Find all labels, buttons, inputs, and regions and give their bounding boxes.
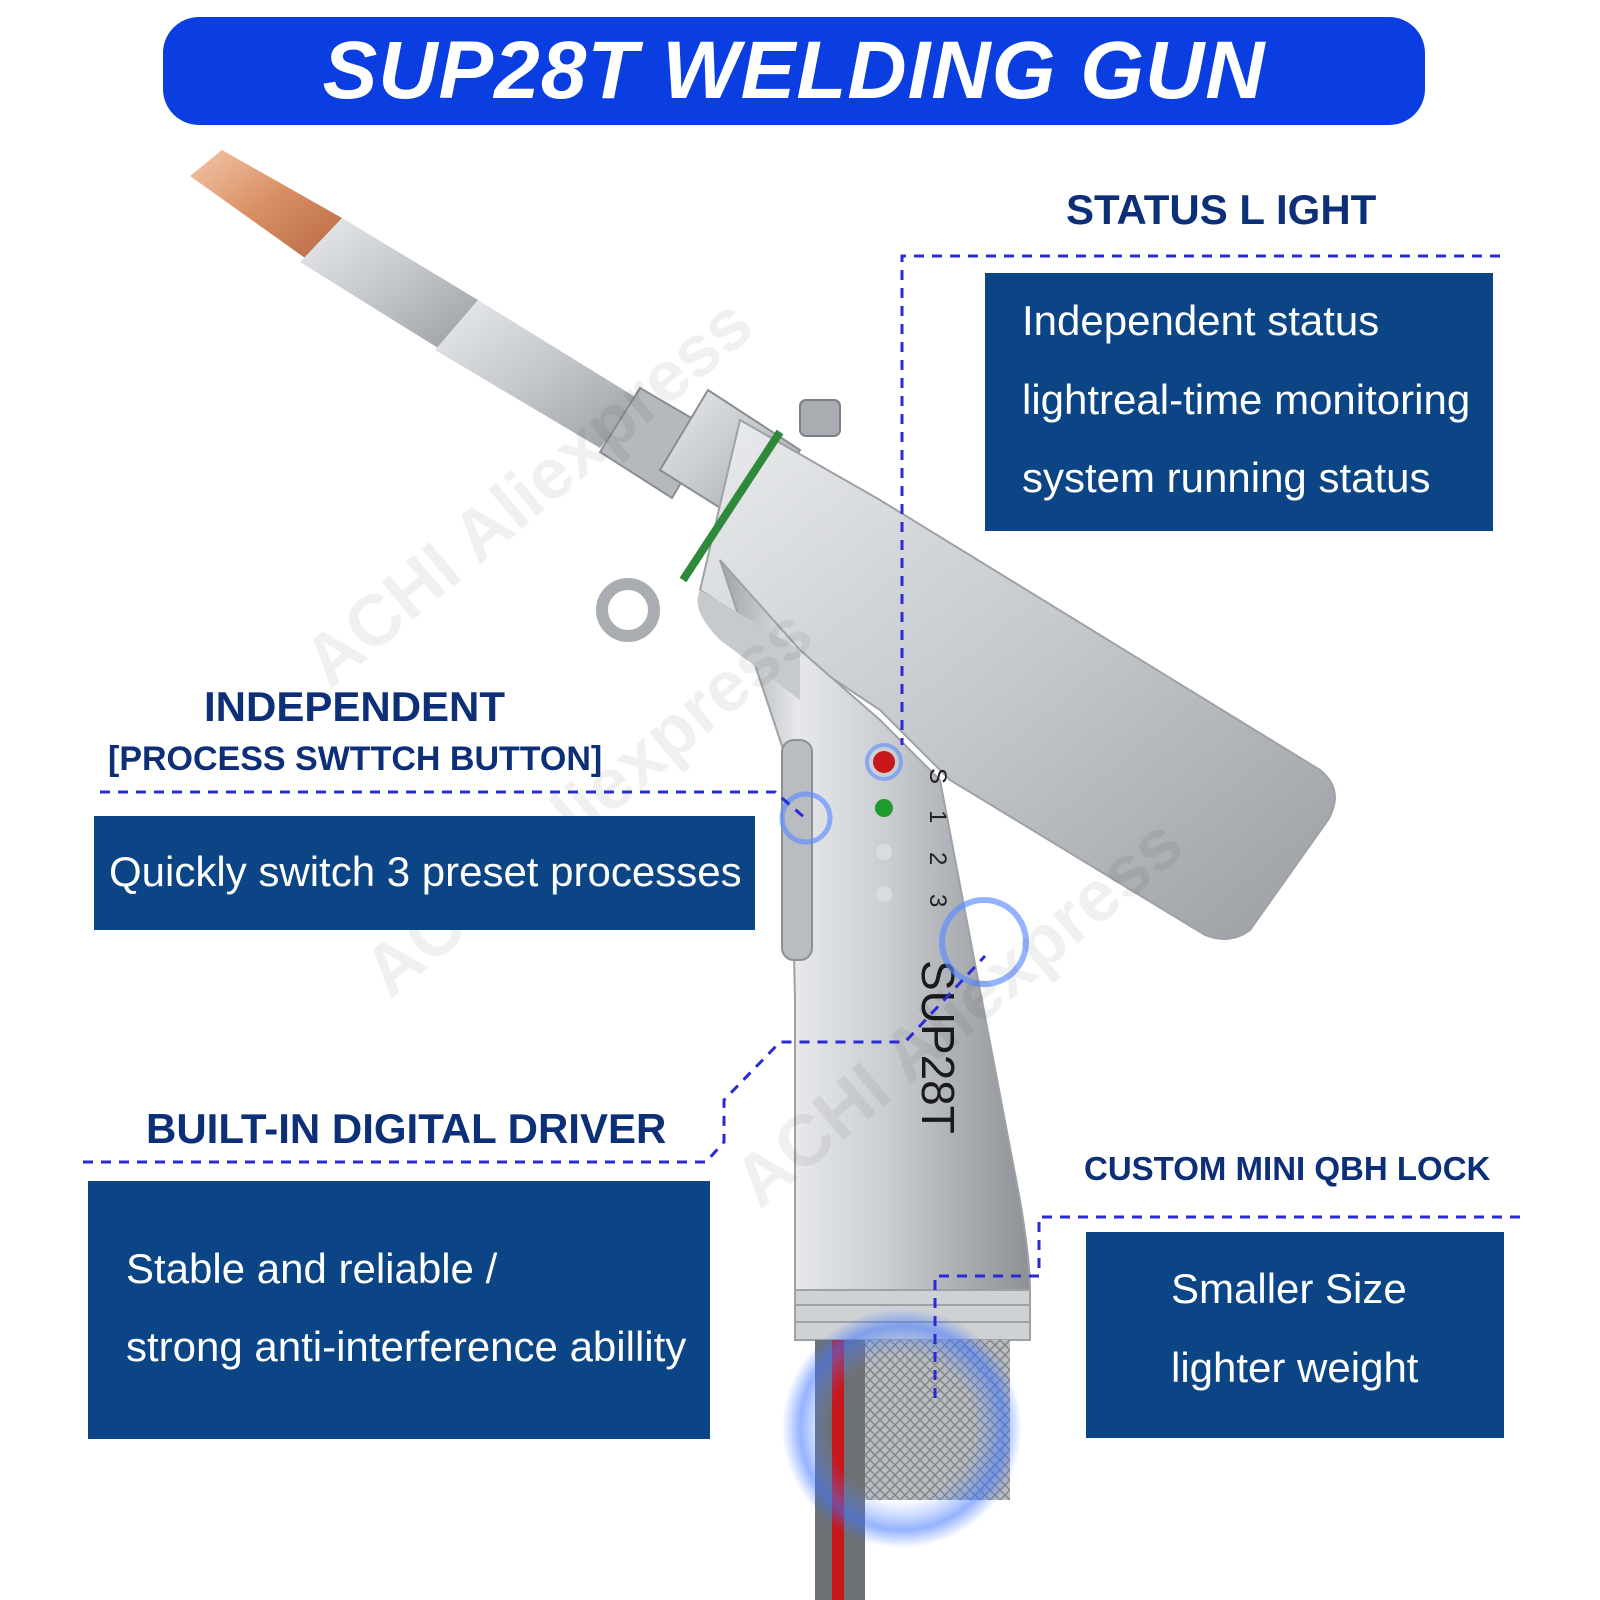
qbh-lock-box: Smaller Size lighter weight [1086,1232,1504,1438]
qbh-lock-heading: CUSTOM MINI QBH LOCK [1084,1150,1491,1187]
adjust-knob [799,399,841,437]
driver-highlight-circle [939,897,1029,987]
status-light-line-2: lightreal-time monitoring [1022,376,1471,423]
status-light-red [873,751,895,773]
qbh-connector [782,1308,1022,1600]
green-seal-ring [679,429,784,583]
gun-body [596,399,1336,1341]
status-light-line-3: system running status [1022,454,1431,501]
qbh-lock-line-1: Smaller Size [1171,1265,1407,1312]
copper-tip [190,150,342,258]
status-indicators: S 1 2 3 SUP28T [865,743,964,1134]
status-light-line-1: Independent status [1022,297,1380,344]
qbh-highlight-glow [782,1308,1022,1548]
mount-ring [596,578,660,642]
nozzle-sleeve [300,218,478,348]
trigger-switch [781,739,813,961]
page-title: SUP28T WELDING GUN [322,25,1266,116]
status-light-highlight [865,743,903,781]
upper-housing [698,418,1336,940]
indicator-label-3: 3 [924,894,951,907]
process-switch-subheading: [PROCESS SWTTCH BUTTON] [108,740,603,778]
digital-driver-line-1: Stable and reliable / [126,1245,498,1292]
status-light-box: Independent status lightreal-time monito… [985,273,1493,531]
digital-driver-box: Stable and reliable / strong anti-interf… [88,1181,710,1439]
process-switch-leader [100,790,806,820]
indicator-label-1: 1 [924,810,951,823]
barrel-tube [435,300,640,448]
status-light-heading: STATUS L IGHT [1066,186,1377,233]
nozzle-assembly [190,150,802,530]
digital-driver-leader [83,954,987,1164]
qbh-lock-leader [933,1215,1520,1400]
status-light-green [875,799,893,817]
status-light-leader [900,254,1500,745]
process-switch-box: Quickly switch 3 preset processes [94,816,755,930]
process-switch-line-1: Quickly switch 3 preset processes [109,848,742,895]
gun-model-label: SUP28T [912,960,964,1134]
status-light-off-1 [876,844,892,860]
process-switch-heading: INDEPENDENT [204,683,506,730]
digital-driver-heading: BUILT-IN DIGITAL DRIVER [146,1105,667,1152]
indicator-label-s: S [924,768,951,784]
indicator-label-2: 2 [924,852,951,865]
switch-highlight-circle [779,791,833,845]
body-joint [697,590,800,700]
digital-driver-line-2: strong anti-interference abillity [126,1323,687,1370]
leader-lines [83,254,1520,1400]
status-light-off-2 [876,886,892,902]
qbh-lock-line-2: lighter weight [1171,1344,1419,1391]
watermark-2: ACHI Aliexpress [349,593,828,1013]
title-banner: SUP28T WELDING GUN [163,17,1425,125]
